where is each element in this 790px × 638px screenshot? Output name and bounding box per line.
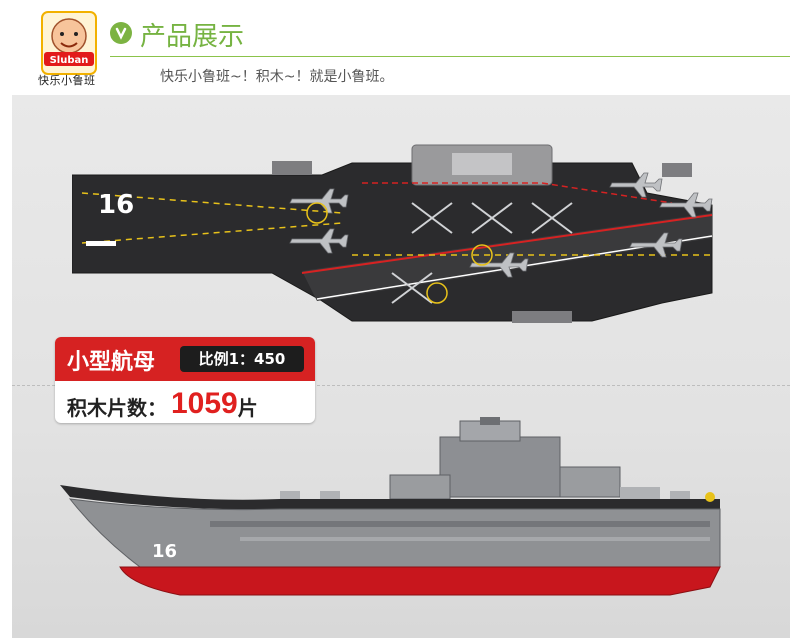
down-arrow-icon (110, 22, 132, 44)
logo-lettering: Sluban (50, 55, 89, 66)
piece-count-row: 积木片数：1059片 (67, 387, 258, 420)
carrier-side-view-image: 16 (60, 417, 721, 596)
product-name: 小型航母 (67, 350, 156, 375)
deck-number: 16 (98, 190, 134, 220)
product-info-card: 小型航母 比例1：450 积木片数：1059片 (55, 337, 315, 423)
product-scale: 比例1：450 (180, 346, 304, 372)
slogan: 快乐小鲁班~！积木~！就是小鲁班。 (160, 69, 394, 85)
section-title: 产品展示 (140, 22, 245, 52)
piece-count-label: 积木片数： (67, 396, 167, 420)
piece-count-value: 1059 (171, 387, 238, 420)
carrier-top-view-image: 16 (72, 144, 713, 323)
title-underline (110, 56, 790, 57)
product-name-bar: 小型航母 比例1：450 (55, 337, 315, 381)
page-header: Sluban 快乐小鲁班 产品展示 快乐小鲁班~！积木~！就是小鲁班。 (0, 0, 790, 95)
section-divider (12, 385, 790, 386)
hull-number: 16 (152, 541, 177, 562)
brand-name: 快乐小鲁班 (38, 74, 96, 87)
piece-count-unit: 片 (237, 396, 258, 420)
sluban-logo: Sluban (41, 11, 97, 75)
product-panel: 16 小型航母 比例1：450 积木片数：1059片 (12, 95, 790, 638)
